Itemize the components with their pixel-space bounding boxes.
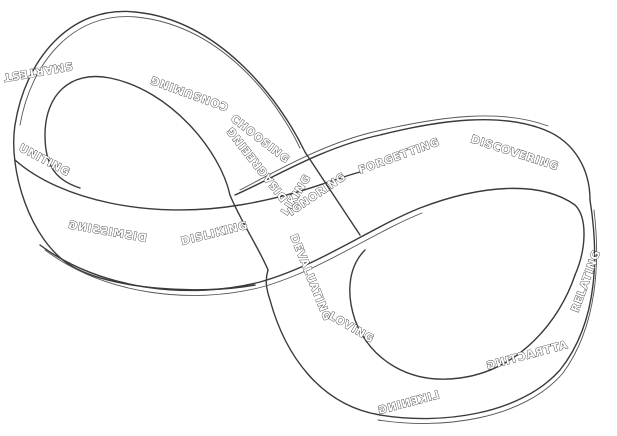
band-right-outer-edge-2 [377,209,598,424]
band-left-inner-edge [44,75,231,196]
band-left-outer-edge-2 [19,16,301,149]
word-relating: RELATING [569,248,604,314]
word-dismissing: DISMISSING [67,218,148,245]
band-right-outer-edge [265,199,596,420]
word-discovering: DISCOVERING [469,132,560,173]
word-labels: SMARTEST CONSUMING CHOOSING UNITING DISA… [2,59,604,418]
word-attracting: ATTRACTING [484,338,568,372]
band-left-outer-edge [13,10,306,291]
band-lower-cross-edge [39,187,585,292]
band-twist-right [304,151,361,236]
word-disliking: DISLIKING [180,219,250,248]
band-cross-upper-edge-2 [239,115,549,191]
word-consuming: CONSUMING [148,73,230,113]
word-likening: LIKENING [376,388,441,417]
word-uniting: UNITING [17,141,73,179]
word-loving: LOVING [327,309,377,345]
word-forgetting: FORGETTING [357,135,442,176]
band-lower-cross-edge-2 [44,212,423,296]
band-cross-upper-edge [234,118,591,201]
band-twist-left [229,194,269,271]
band-outline-group [13,10,598,424]
band-right-inner-edge [349,249,576,380]
word-devaluating: DEVALUATING [287,232,334,322]
